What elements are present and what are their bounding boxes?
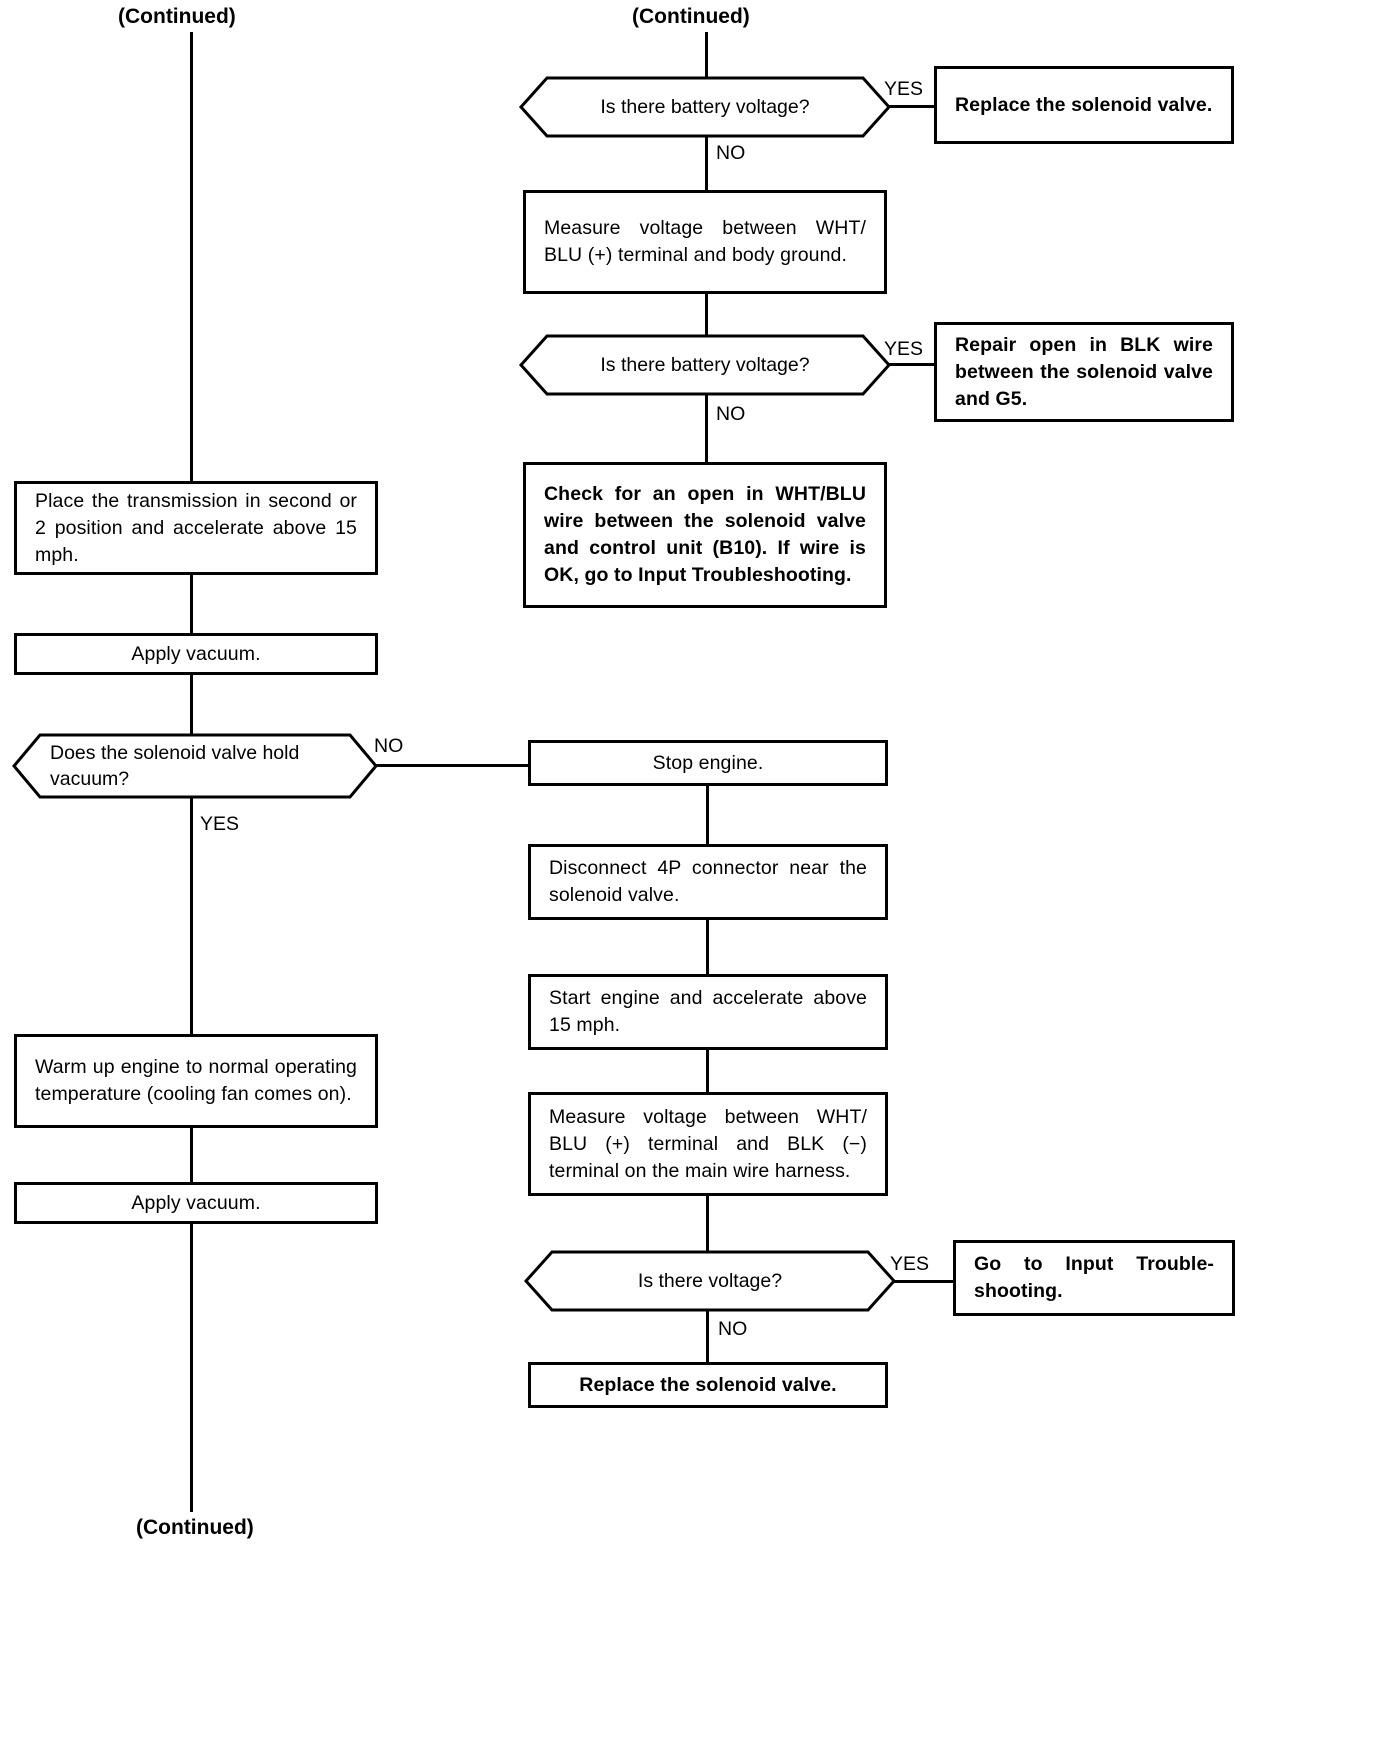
branch-label-yes-is-there-voltage: YES [890, 1253, 930, 1275]
node-replace-solenoid-2-text: Replace the solenoid valve. [579, 1373, 837, 1396]
node-apply-vacuum-2: Apply vacuum. [14, 1182, 378, 1224]
connector-left-3 [190, 797, 193, 1037]
node-repair-open-blk-text: Repair open in BLK wire between the sole… [955, 333, 1213, 410]
branch-label-yes-battery-1: YES [884, 78, 924, 100]
node-check-open-wht-blu: Check for an open in WHT/BLU wire betwee… [523, 462, 887, 608]
connector-measure-to-battery-2 [705, 292, 708, 336]
branch-label-no-battery-2: NO [716, 403, 746, 425]
node-battery-voltage-1-decision: Is there battery voltage? [518, 76, 892, 138]
branch-label-no-hold-vacuum: NO [374, 735, 404, 757]
node-disconnect-4p-text: Disconnect 4P connector near the solenoi… [549, 857, 867, 906]
node-measure-wht-blu-blk-text: Measure voltage between WHT/ BLU (+) ter… [549, 1105, 867, 1182]
node-replace-solenoid-2: Replace the solenoid valve. [528, 1362, 888, 1408]
connector-left-4 [190, 1126, 193, 1184]
node-repair-open-blk: Repair open in BLK wire between the sole… [934, 322, 1234, 422]
node-warm-up-engine: Warm up engine to normal operating tempe… [14, 1034, 378, 1128]
continued-label-bottom-left: (Continued) [136, 1516, 254, 1539]
node-battery-voltage-2-decision: Is there battery voltage? [518, 334, 892, 396]
node-go-to-input-troubleshooting: Go to Input Trouble- shooting. [953, 1240, 1235, 1316]
node-disconnect-4p: Disconnect 4P connector near the solenoi… [528, 844, 888, 920]
node-apply-vacuum-2-text: Apply vacuum. [131, 1191, 261, 1214]
node-start-engine-accel: Start engine and accelerate above 15 mph… [528, 974, 888, 1050]
connector-disconnect-down [706, 918, 709, 976]
node-battery-voltage-2-text: Is there battery voltage? [600, 354, 810, 376]
connector-battery-2-no [705, 394, 708, 464]
connector-left-spine-top [190, 32, 193, 484]
connector-stop-engine-down [706, 784, 709, 846]
connector-left-bottom [190, 1222, 193, 1512]
connector-battery-1-no [705, 136, 708, 192]
node-start-engine-accel-text: Start engine and accelerate above 15 mph… [549, 987, 867, 1036]
node-go-to-input-troubleshooting-text: Go to Input Trouble- shooting. [974, 1253, 1214, 1302]
branch-label-no-battery-1: NO [716, 142, 746, 164]
node-is-there-voltage-decision: Is there voltage? [523, 1250, 897, 1312]
connector-voltage-yes [893, 1280, 955, 1283]
node-apply-vacuum-1: Apply vacuum. [14, 633, 378, 675]
connector-left-2 [190, 673, 193, 735]
branch-label-yes-hold-vacuum: YES [200, 813, 240, 835]
node-stop-engine-text: Stop engine. [652, 751, 764, 774]
branch-label-no-is-there-voltage: NO [718, 1318, 748, 1340]
connector-battery-1-yes [888, 105, 936, 108]
node-replace-solenoid-1: Replace the solenoid valve. [934, 66, 1234, 144]
node-replace-solenoid-1-text: Replace the solenoid valve. [955, 93, 1213, 116]
connector-battery-2-yes [888, 363, 936, 366]
connector-start-engine-down [706, 1048, 709, 1094]
node-apply-vacuum-1-text: Apply vacuum. [131, 642, 261, 665]
node-hold-vacuum-text: Does the solenoid valve hold vacuum? [50, 742, 300, 790]
node-measure-wht-blu-body-ground-text: Measure voltage between WHT/ BLU (+) ter… [544, 217, 866, 266]
branch-label-yes-battery-2: YES [884, 338, 924, 360]
node-stop-engine: Stop engine. [528, 740, 888, 786]
connector-measure-2-down [706, 1194, 709, 1252]
node-measure-wht-blu-blk: Measure voltage between WHT/ BLU (+) ter… [528, 1092, 888, 1196]
node-measure-wht-blu-body-ground: Measure voltage between WHT/ BLU (+) ter… [523, 190, 887, 294]
node-warm-up-engine-text: Warm up engine to normal operating tempe… [35, 1056, 357, 1105]
node-check-open-wht-blu-text: Check for an open in WHT/BLU wire betwee… [544, 483, 866, 586]
node-place-transmission-text: Place the transmission in second or 2 po… [35, 489, 357, 566]
continued-label-top-right: (Continued) [632, 5, 750, 28]
node-battery-voltage-1-text: Is there battery voltage? [600, 96, 810, 118]
connector-hold-vacuum-to-stop-engine [374, 764, 530, 767]
connector-voltage-no [706, 1310, 709, 1364]
continued-label-top-left: (Continued) [118, 5, 236, 28]
node-is-there-voltage-text: Is there voltage? [637, 1270, 783, 1292]
connector-left-1 [190, 573, 193, 635]
node-place-transmission: Place the transmission in second or 2 po… [14, 481, 378, 575]
node-hold-vacuum-decision: Does the solenoid valve hold vacuum? [12, 733, 378, 799]
connector-right-spine-top [705, 32, 708, 78]
